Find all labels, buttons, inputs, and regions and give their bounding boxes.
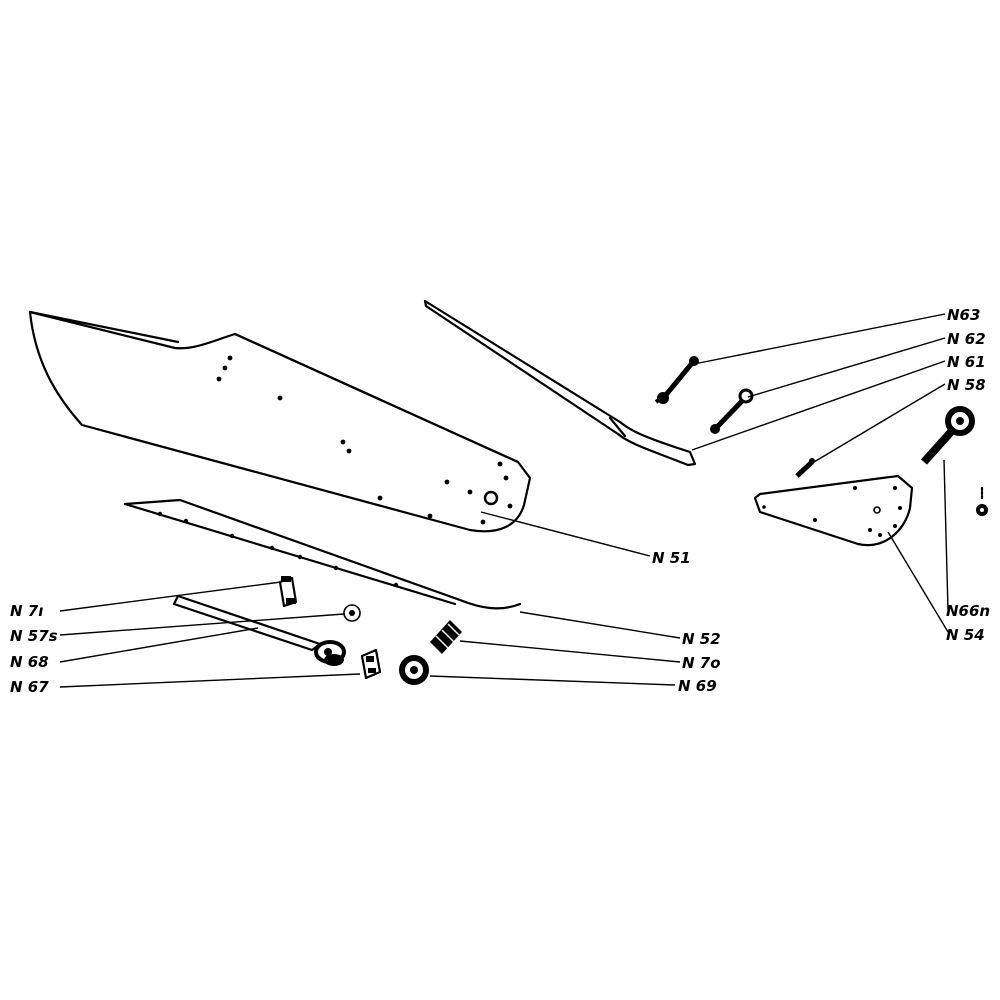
part-n62-bolt bbox=[710, 388, 754, 434]
label-n52: N 52 bbox=[682, 630, 721, 648]
label-n71: N 7ı bbox=[10, 602, 43, 620]
label-n70: N 7o bbox=[682, 654, 721, 672]
label-n66n: N66n bbox=[946, 602, 990, 620]
part-n52-strip bbox=[123, 498, 522, 610]
part-n63-bolt bbox=[654, 356, 699, 404]
label-n54: N 54 bbox=[946, 626, 985, 644]
part-n51-side-panel bbox=[28, 310, 532, 533]
part-n70-spring bbox=[430, 620, 462, 654]
part-n66n-bolt bbox=[921, 406, 975, 465]
part-n71-clip bbox=[278, 576, 298, 608]
label-n57s: N 57s bbox=[10, 627, 58, 645]
label-n58: N 58 bbox=[947, 376, 986, 394]
label-n62: N 62 bbox=[947, 330, 986, 348]
part-small-nut bbox=[976, 486, 988, 516]
part-n58-screw bbox=[795, 458, 815, 478]
label-n69: N 69 bbox=[678, 677, 717, 695]
label-n51: N 51 bbox=[652, 549, 691, 567]
part-n69-washer bbox=[399, 655, 429, 685]
part-labels: N63 N 62 N 61 N 58 N 51 N 52 N 7o N 69 N… bbox=[10, 306, 990, 696]
label-n63: N63 bbox=[947, 306, 980, 324]
part-n61-arm bbox=[423, 299, 697, 467]
label-n61: N 61 bbox=[947, 353, 986, 371]
part-n54-plate bbox=[753, 474, 914, 547]
part-n57s-washer bbox=[343, 604, 361, 622]
label-n68: N 68 bbox=[10, 653, 49, 671]
part-n68-rod bbox=[172, 594, 346, 666]
leader-lines bbox=[59, 313, 949, 688]
label-n67: N 67 bbox=[10, 678, 49, 696]
part-n67 bbox=[360, 648, 382, 680]
